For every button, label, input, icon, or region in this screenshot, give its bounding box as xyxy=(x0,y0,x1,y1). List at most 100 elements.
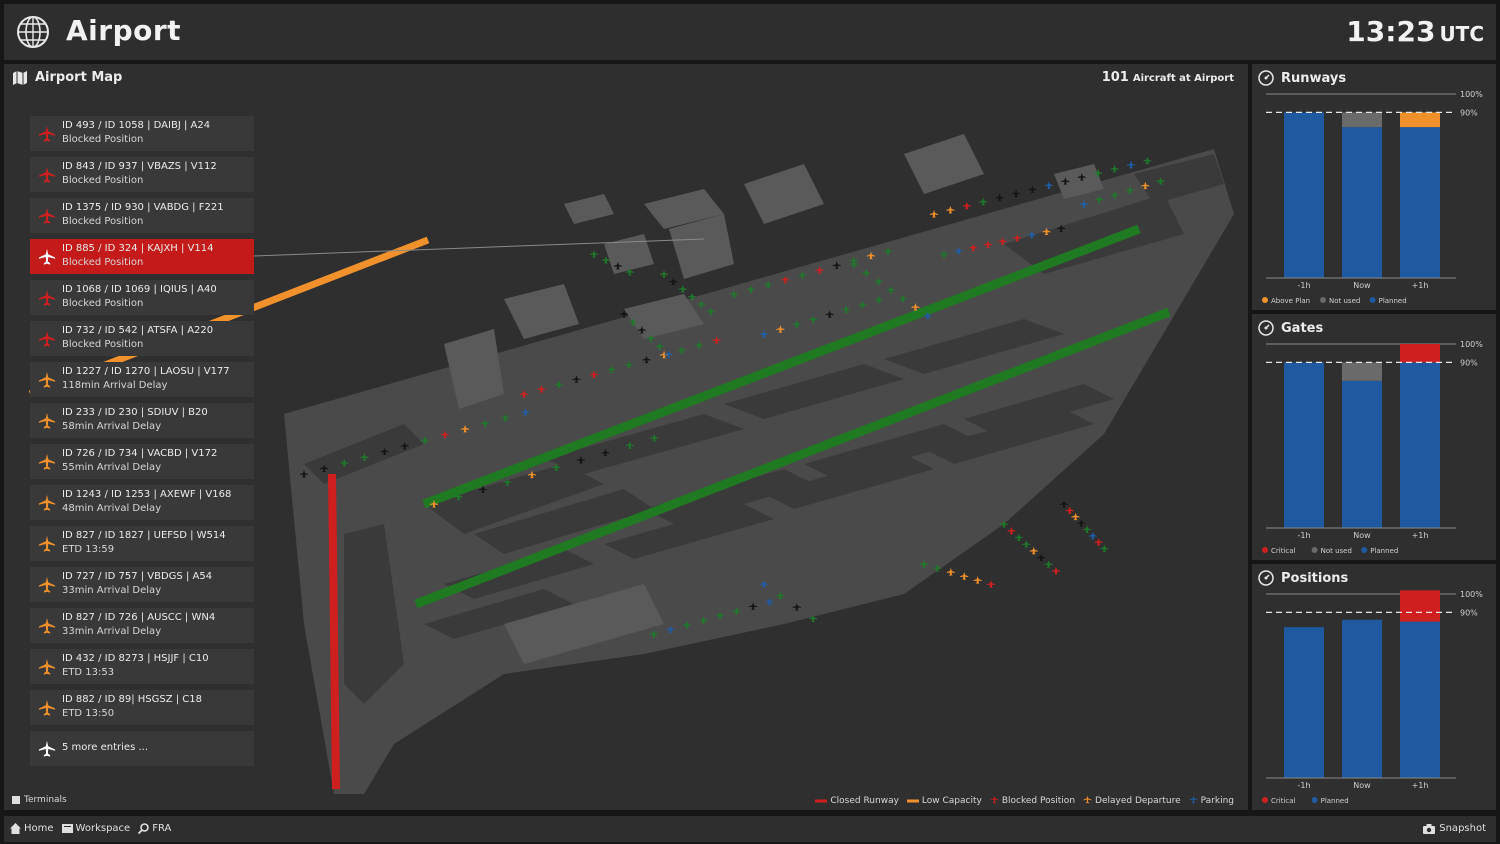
aircraft-marker[interactable] xyxy=(1143,156,1152,165)
aircraft-marker[interactable] xyxy=(430,500,438,508)
aircraft-marker[interactable] xyxy=(946,205,955,214)
aircraft-marker[interactable] xyxy=(688,292,697,300)
aircraft-marker[interactable] xyxy=(625,441,634,449)
aircraft-marker[interactable] xyxy=(716,611,725,620)
aircraft-marker[interactable] xyxy=(1110,190,1119,199)
aircraft-marker[interactable] xyxy=(520,390,528,398)
aircraft-marker[interactable] xyxy=(440,430,449,439)
aircraft-marker[interactable] xyxy=(678,284,687,293)
aircraft-marker[interactable] xyxy=(1127,160,1136,169)
aircraft-marker[interactable] xyxy=(1088,531,1097,540)
aircraft-marker[interactable] xyxy=(969,243,978,252)
aircraft-marker[interactable] xyxy=(849,256,858,264)
aircraft-marker[interactable] xyxy=(683,620,692,629)
aircraft-marker[interactable] xyxy=(1014,533,1023,541)
aircraft-marker[interactable] xyxy=(1080,200,1088,208)
aircraft-marker[interactable] xyxy=(706,307,715,315)
aircraft-marker[interactable] xyxy=(1052,566,1061,575)
aircraft-marker[interactable] xyxy=(695,340,704,349)
aircraft-marker[interactable] xyxy=(601,448,610,457)
aircraft-marker[interactable] xyxy=(983,240,992,248)
aircraft-marker[interactable] xyxy=(940,250,948,258)
aircraft-marker[interactable] xyxy=(527,470,536,479)
nav-fra[interactable]: FRA xyxy=(138,823,171,834)
aircraft-marker[interactable] xyxy=(765,597,774,606)
aircraft-marker[interactable] xyxy=(664,350,673,358)
aircraft-marker[interactable] xyxy=(995,193,1004,202)
aircraft-marker[interactable] xyxy=(1057,224,1066,232)
aircraft-marker[interactable] xyxy=(998,237,1007,245)
aircraft-marker[interactable] xyxy=(360,453,369,461)
aircraft-marker[interactable] xyxy=(923,311,932,320)
aircraft-marker[interactable] xyxy=(380,447,389,455)
aircraft-marker[interactable] xyxy=(637,326,646,334)
aircraft-marker[interactable] xyxy=(660,270,668,278)
aircraft-marker[interactable] xyxy=(650,630,658,638)
aircraft-marker[interactable] xyxy=(874,277,883,285)
aircraft-marker[interactable] xyxy=(954,246,963,255)
aircraft-marker[interactable] xyxy=(973,576,982,584)
aircraft-marker[interactable] xyxy=(792,320,801,328)
aircraft-marker[interactable] xyxy=(850,260,858,268)
aircraft-marker[interactable] xyxy=(340,458,349,467)
aircraft-markers[interactable] xyxy=(300,156,1165,638)
aircraft-marker[interactable] xyxy=(697,299,706,308)
aircraft-marker[interactable] xyxy=(1013,233,1022,242)
aircraft-marker[interactable] xyxy=(320,464,329,472)
aircraft-marker[interactable] xyxy=(461,424,470,433)
aircraft-marker[interactable] xyxy=(1022,540,1031,548)
nav-workspace[interactable]: Workspace xyxy=(61,823,130,834)
aircraft-marker[interactable] xyxy=(866,251,875,260)
aircraft-marker[interactable] xyxy=(420,436,429,444)
aircraft-marker[interactable] xyxy=(1065,506,1074,514)
aircraft-marker[interactable] xyxy=(625,360,634,369)
aircraft-marker[interactable] xyxy=(300,470,308,478)
aircraft-marker[interactable] xyxy=(521,407,530,416)
aircraft-marker[interactable] xyxy=(776,325,785,333)
aircraft-marker[interactable] xyxy=(798,270,807,279)
aircraft-marker[interactable] xyxy=(858,300,867,308)
aircraft-marker[interactable] xyxy=(946,568,955,576)
aircraft-marker[interactable] xyxy=(809,315,818,323)
aircraft-marker[interactable] xyxy=(1095,195,1104,203)
aircraft-marker[interactable] xyxy=(930,210,938,218)
aircraft-marker[interactable] xyxy=(1012,189,1021,197)
more-entries-button[interactable]: 5 more entries ... xyxy=(30,731,254,766)
aircraft-marker[interactable] xyxy=(1094,538,1103,546)
aircraft-marker[interactable] xyxy=(1071,512,1080,521)
airport-map[interactable] xyxy=(4,64,1248,810)
aircraft-marker[interactable] xyxy=(933,564,942,572)
aircraft-marker[interactable] xyxy=(400,441,409,450)
aircraft-marker[interactable] xyxy=(572,375,581,383)
aircraft-marker[interactable] xyxy=(666,625,675,633)
aircraft-marker[interactable] xyxy=(677,345,686,354)
aircraft-marker[interactable] xyxy=(764,280,773,288)
aircraft-marker[interactable] xyxy=(481,419,490,427)
aircraft-marker[interactable] xyxy=(886,285,895,294)
aircraft-marker[interactable] xyxy=(792,602,801,611)
aircraft-marker[interactable] xyxy=(987,580,996,588)
aircraft-marker[interactable] xyxy=(884,246,893,255)
aircraft-marker[interactable] xyxy=(832,261,841,269)
aircraft-marker[interactable] xyxy=(1044,181,1053,189)
aircraft-marker[interactable] xyxy=(825,310,834,318)
aircraft-marker[interactable] xyxy=(1042,227,1051,235)
aircraft-marker[interactable] xyxy=(760,580,768,588)
aircraft-marker[interactable] xyxy=(1110,164,1119,173)
aircraft-marker[interactable] xyxy=(601,255,610,264)
aircraft-marker[interactable] xyxy=(962,201,971,210)
aircraft-marker[interactable] xyxy=(730,290,738,298)
aircraft-marker[interactable] xyxy=(776,591,785,599)
aircraft-marker[interactable] xyxy=(1141,181,1150,190)
aircraft-marker[interactable] xyxy=(660,350,669,359)
aircraft-marker[interactable] xyxy=(732,606,741,615)
